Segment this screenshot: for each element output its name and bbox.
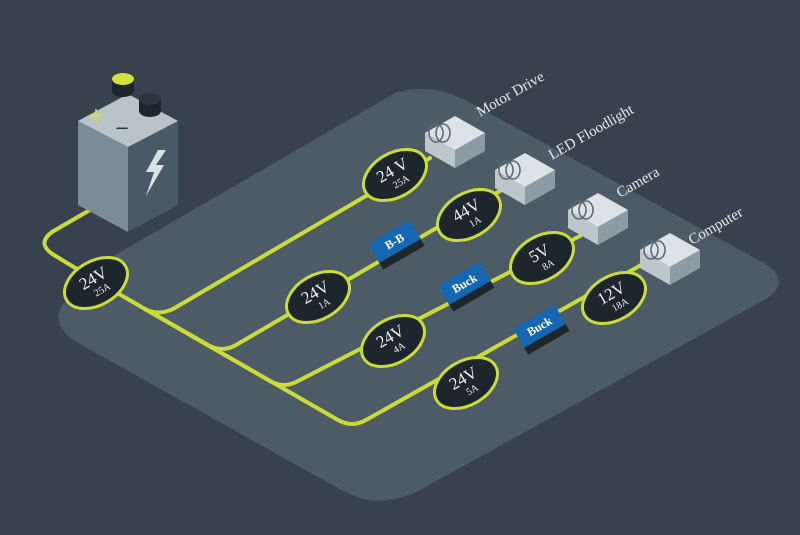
- converter-computer: Buck: [513, 304, 570, 355]
- battery: + −: [78, 73, 178, 232]
- battery-minus-sign: −: [114, 118, 129, 139]
- converter-camera: Buck: [438, 261, 495, 312]
- source-node: 24V 25A: [63, 255, 129, 311]
- node-motor-drive: 24 V 25A: [362, 147, 428, 203]
- node-camera-input: 24V 4A: [360, 313, 426, 369]
- node-computer-input: 24V 5A: [433, 355, 499, 411]
- platform: [58, 88, 779, 501]
- device-label-led-floodlight: LED Floodlight: [546, 101, 637, 163]
- battery-lead-wire: [42, 205, 97, 282]
- node-led-floodlight-input: 24V 1A: [285, 269, 351, 325]
- device-label-motor-drive: Motor Drive: [474, 69, 548, 121]
- device-icon-camera: [571, 200, 594, 220]
- computer-wire: [143, 258, 652, 426]
- device-box-computer: [640, 233, 700, 285]
- battery-negative-terminal: [139, 93, 161, 117]
- device-box-motor-drive: [425, 116, 485, 168]
- device-icon-motor-drive: [428, 123, 451, 143]
- node-camera-output: 5V 8A: [509, 230, 575, 286]
- device-box-led-floodlight: [495, 153, 555, 205]
- device-icon-led-floodlight: [498, 160, 521, 180]
- battery-plus-sign: +: [88, 103, 105, 127]
- node-computer-output: 12V 18A: [581, 270, 647, 326]
- battery-front: [78, 121, 128, 232]
- device-icon-computer: [643, 240, 666, 260]
- wiring: [42, 156, 652, 426]
- lightning-bolt-icon: [146, 150, 166, 196]
- node-led-floodlight-output: 44V 1A: [436, 187, 502, 243]
- converter-led-floodlight: B-B: [368, 219, 425, 270]
- battery-top: [78, 94, 178, 147]
- battery-positive-terminal: [112, 73, 134, 97]
- device-box-camera: [568, 193, 628, 245]
